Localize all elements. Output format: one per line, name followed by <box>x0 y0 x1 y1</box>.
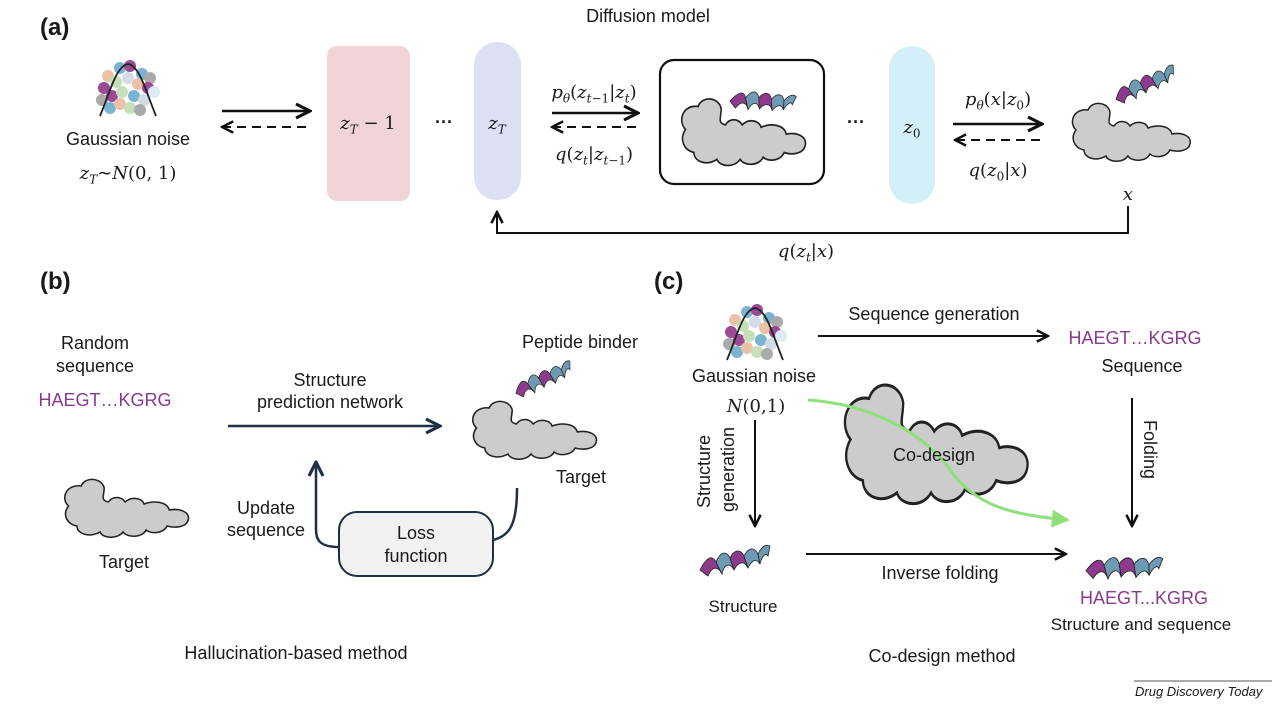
target-label-b: Target <box>98 552 150 572</box>
random-sequence-line1: Random <box>60 333 130 353</box>
random-sequence-value: HAEGT…KGRG <box>38 390 172 410</box>
loss-function-line2: function <box>384 546 448 566</box>
peptide-binder-helix-icon <box>511 360 576 399</box>
sequence-generation-label: Sequence generation <box>848 304 1020 324</box>
update-sequence-line1: Update <box>236 498 296 518</box>
result-helix-icon <box>1084 544 1164 591</box>
output-helix-icon <box>1111 64 1180 106</box>
caption-b: Hallucination-based method <box>184 643 408 663</box>
folding-label: Folding <box>1140 420 1160 480</box>
diffusion-model-title: Diffusion model <box>586 6 710 26</box>
box-z0 <box>889 46 935 204</box>
panel-label-b: (b) <box>40 268 71 295</box>
codesign-path-arrow <box>807 398 1070 528</box>
target-label-b-right: Target <box>555 467 607 487</box>
target-protein-icon-b-right <box>471 400 598 461</box>
output-protein-icon <box>1071 102 1192 163</box>
network-label-line2: prediction network <box>256 392 404 412</box>
gaussian-noise-label-c: Gaussian noise <box>691 366 817 386</box>
random-sequence-line2: sequence <box>55 356 135 376</box>
sequence-label: Sequence <box>1101 356 1183 376</box>
target-protein-icon-b <box>63 478 190 539</box>
forward-step-label: q(zt|zt−1) <box>555 144 633 168</box>
loss-feedback-line <box>492 487 519 542</box>
output-x-label: x <box>1122 184 1134 205</box>
skip-connection-arrow <box>497 206 1129 234</box>
generated-sequence-value: HAEGT…KGRG <box>1068 328 1202 348</box>
codesign-label: Co-design <box>892 445 976 465</box>
result-sequence-value: HAEGT...KGRG <box>1079 588 1209 608</box>
update-sequence-arrow <box>316 462 340 549</box>
structure-helix-icon <box>699 544 771 577</box>
loss-function-box <box>338 511 494 577</box>
gaussian-noise-label-a: Gaussian noise <box>65 129 191 149</box>
ellipsis-1: ··· <box>435 112 453 132</box>
gaussian-noise-icon-a <box>95 59 161 117</box>
journal-credit: Drug Discovery Today <box>1135 684 1263 699</box>
box-z0-label: z0 <box>903 117 921 141</box>
box-zT-label: zT <box>488 113 506 137</box>
box-zT-minus-1-label: zT − 1 <box>340 113 396 137</box>
structure-generation-line1: Structure <box>694 434 714 508</box>
final-forward-label: q(z0|x) <box>968 160 1028 184</box>
gaussian-noise-icon-c <box>722 303 788 361</box>
panel-label-c: (c) <box>654 268 684 295</box>
update-sequence-line2: sequence <box>226 520 306 540</box>
panel-label-a: (a) <box>40 14 70 41</box>
reverse-step-label: pθ(zt−1|zt) <box>551 82 637 106</box>
network-label-line1: Structure <box>293 370 367 390</box>
box-zT-minus-1 <box>327 46 410 201</box>
peptide-binder-label: Peptide binder <box>521 332 639 352</box>
ellipsis-2: ··· <box>847 112 865 132</box>
caption-c: Co-design method <box>868 646 1016 666</box>
structure-generation-line2: generation <box>718 426 738 512</box>
loss-function-line1: Loss <box>396 523 436 543</box>
final-reverse-label: pθ(x|z0) <box>964 89 1032 113</box>
structure-and-sequence-label: Structure and sequence <box>1050 615 1232 634</box>
skip-connection-label: q(zt|x) <box>777 241 835 265</box>
noise-formula-c: N(0,1) <box>726 396 786 417</box>
structure-label: Structure <box>708 597 778 616</box>
noise-formula-a: zT∼N(0, 1) <box>79 163 177 187</box>
box-zT <box>474 42 521 200</box>
inverse-folding-label: Inverse folding <box>881 563 999 583</box>
